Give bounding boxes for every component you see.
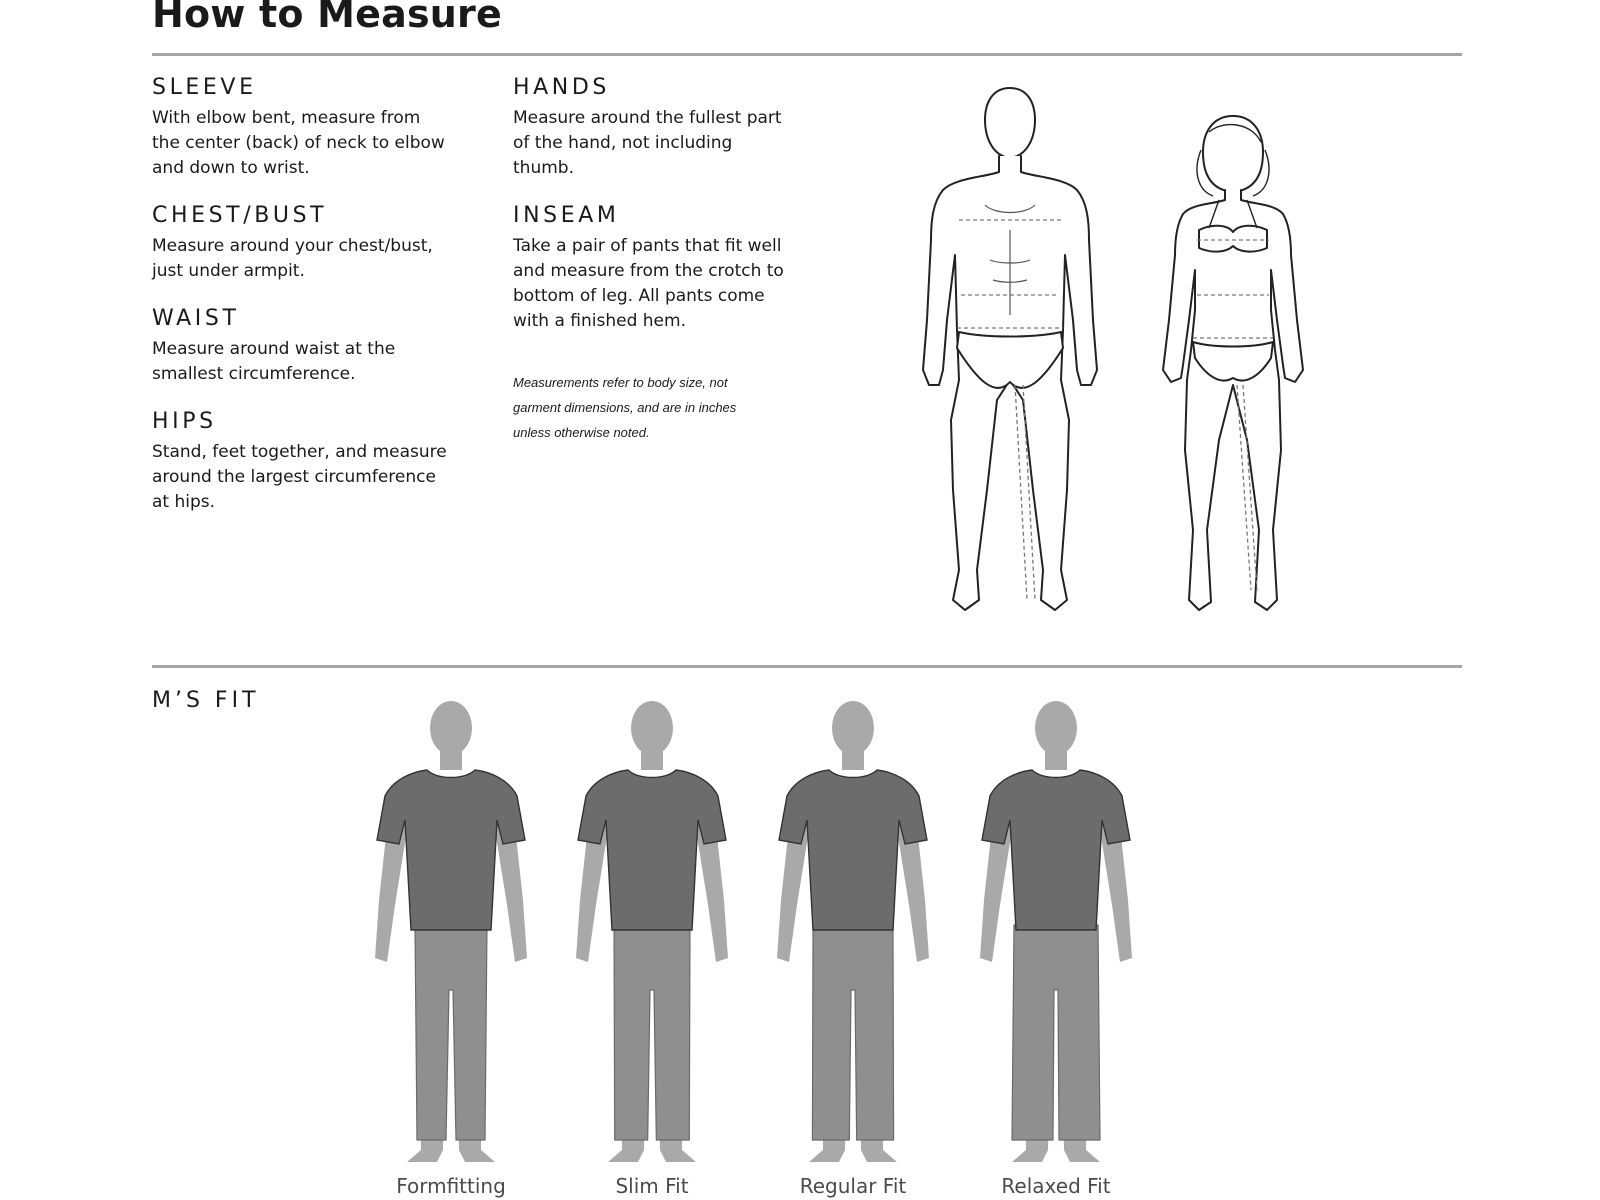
fit-neck [842,750,864,770]
chest-bust-heading: CHEST/BUST [152,203,328,228]
fit-label-regular-fit: Regular Fit [800,1174,907,1198]
fit-label-formfitting: Formfitting [396,1174,506,1198]
fit-figure-relaxed-fit: Relaxed Fit [980,701,1132,1198]
sleeve-text: With elbow bent, measure from the center… [152,108,445,178]
fit-neck [1045,750,1067,770]
waist-text: Measure around waist at the smallest cir… [152,339,396,384]
fit-shirt [778,769,928,931]
fit-shirt [981,769,1131,931]
chest-bust-text: Measure around your chest/bust, just und… [152,236,433,281]
fit-head [832,701,874,755]
fit-neck [440,750,462,770]
hips-text: Stand, feet together, and measure around… [152,442,447,512]
fit-shirt [577,769,727,931]
page-title: How to Measure [152,0,502,36]
fit-pants [613,924,691,1141]
measure-column-left: SLEEVE With elbow bent, measure from the… [152,75,472,537]
sleeve-section: SLEEVE With elbow bent, measure from the… [152,75,472,181]
fit-figure-formfitting: Formfitting [375,701,527,1198]
male-measure-figure-icon [922,87,1098,611]
female-measure-figure-icon [1162,115,1304,611]
inseam-heading: INSEAM [513,203,620,228]
inseam-text: Take a pair of pants that fit well and m… [513,236,784,331]
fit-figure-regular-fit: Regular Fit [777,701,929,1198]
fit-label-relaxed-fit: Relaxed Fit [1001,1174,1110,1198]
fit-pants [811,924,895,1141]
fit-heading: M’S FIT [152,688,260,713]
top-divider [152,53,1462,56]
hips-heading: HIPS [152,409,217,434]
measure-column-right: HANDS Measure around the fullest part of… [513,75,813,445]
chest-bust-section: CHEST/BUST Measure around your chest/bus… [152,203,472,284]
fit-figure-slim-fit: Slim Fit [576,701,728,1198]
hands-heading: HANDS [513,75,610,100]
inseam-section: INSEAM Take a pair of pants that fit wel… [513,203,813,334]
sleeve-heading: SLEEVE [152,75,257,100]
waist-section: WAIST Measure around waist at the smalle… [152,306,472,387]
measurement-note: Measurements refer to body size, not gar… [513,375,737,440]
fit-pants [414,924,488,1141]
fit-head [430,701,472,755]
fit-label-slim-fit: Slim Fit [615,1174,688,1198]
fit-divider [152,665,1462,668]
fit-head [1035,701,1077,755]
fit-shirt [376,769,526,931]
fit-neck [641,750,663,770]
hands-section: HANDS Measure around the fullest part of… [513,75,813,181]
fit-head [631,701,673,755]
waist-heading: WAIST [152,306,240,331]
hands-text: Measure around the fullest part of the h… [513,108,782,178]
fit-pants [1011,924,1101,1141]
hips-section: HIPS Stand, feet together, and measure a… [152,409,472,515]
